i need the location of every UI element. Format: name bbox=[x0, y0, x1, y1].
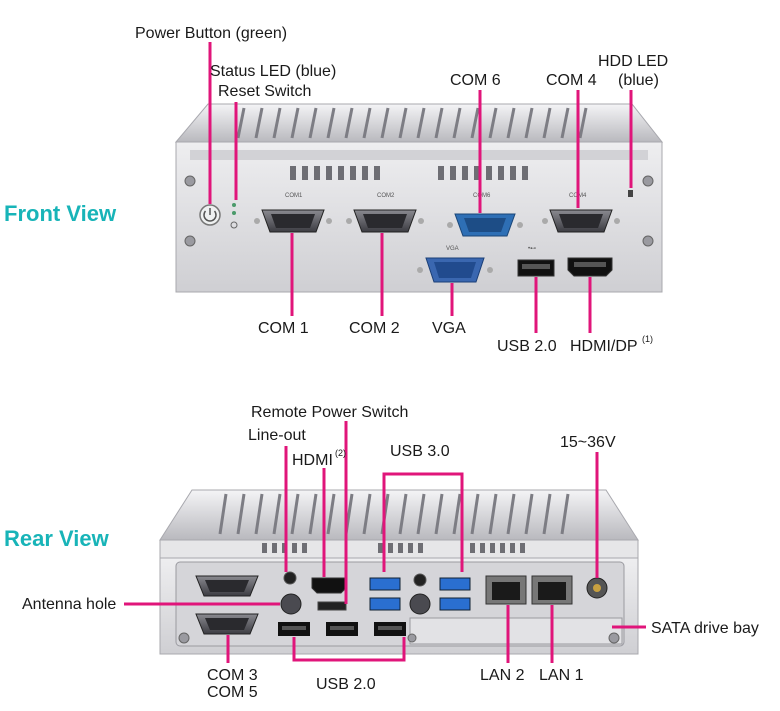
com4-port[interactable]: COM4 bbox=[542, 193, 620, 233]
label-rear-usb20: USB 2.0 bbox=[316, 676, 376, 693]
label-power-button: Power Button (green) bbox=[135, 25, 287, 42]
label-vga: VGA bbox=[432, 320, 466, 337]
front-hdmi-dp-port[interactable] bbox=[567, 257, 613, 277]
label-line-out: Line-out bbox=[248, 427, 306, 444]
label-status-led: Status LED (blue) bbox=[210, 63, 336, 80]
com6-port[interactable]: COM6 bbox=[447, 193, 523, 237]
label-com3: COM 3 bbox=[207, 667, 258, 684]
rear-hdmi-port[interactable] bbox=[311, 577, 347, 594]
svg-text:VGA: VGA bbox=[446, 246, 459, 252]
front-usb-port[interactable]: •⊷ bbox=[517, 246, 555, 277]
antenna-hole-right bbox=[409, 593, 431, 615]
label-com1: COM 1 bbox=[258, 320, 309, 337]
label-com6: COM 6 bbox=[450, 72, 501, 89]
label-hdd-led: HDD LED bbox=[598, 53, 668, 70]
rear-usb20-port-3[interactable] bbox=[374, 622, 406, 636]
label-hdmi-dp: HDMI/DP bbox=[570, 338, 638, 355]
com5-port[interactable] bbox=[195, 613, 259, 635]
front-heatsink-fins bbox=[236, 107, 588, 139]
status-led bbox=[232, 203, 236, 207]
rear-usb20-port-1[interactable] bbox=[278, 622, 310, 636]
label-front-usb20: USB 2.0 bbox=[497, 338, 557, 355]
rear-callout-lines bbox=[124, 421, 646, 663]
vga-port[interactable]: VGA bbox=[417, 246, 493, 283]
label-sata-drive-bay: SATA drive bay bbox=[651, 620, 759, 637]
rear-usb20-port-2[interactable] bbox=[326, 622, 358, 636]
line-out-jack[interactable] bbox=[283, 571, 297, 585]
label-com5: COM 5 bbox=[207, 684, 258, 701]
label-hdd-led-blue: (blue) bbox=[618, 72, 659, 89]
label-lan1: LAN 1 bbox=[539, 667, 584, 684]
label-hdmi-dp-note: (1) bbox=[642, 334, 653, 344]
label-reset-switch: Reset Switch bbox=[218, 83, 311, 100]
svg-text:COM6: COM6 bbox=[473, 193, 491, 199]
lan2-port[interactable] bbox=[485, 575, 527, 605]
label-power-input: 15~36V bbox=[560, 434, 616, 451]
hdd-led bbox=[628, 190, 633, 197]
svg-text:COM1: COM1 bbox=[285, 193, 303, 199]
usb30-port-2[interactable] bbox=[369, 597, 401, 611]
antenna-hole-left bbox=[280, 593, 302, 615]
front-vent-slots bbox=[290, 166, 528, 180]
lan1-port[interactable] bbox=[531, 575, 573, 605]
power-button[interactable] bbox=[199, 204, 221, 226]
label-com2: COM 2 bbox=[349, 320, 400, 337]
front-view-heading: Front View bbox=[4, 201, 117, 226]
com3-port[interactable] bbox=[195, 575, 259, 597]
remote-power-switch[interactable] bbox=[317, 601, 347, 611]
com1-port[interactable]: COM1 bbox=[254, 193, 332, 233]
label-rear-hdmi-note: (2) bbox=[335, 448, 346, 458]
mic-jack bbox=[413, 573, 427, 587]
reset-switch[interactable] bbox=[230, 221, 238, 229]
rear-view-heading: Rear View bbox=[4, 526, 110, 551]
label-com4: COM 4 bbox=[546, 72, 597, 89]
usb30-port-1[interactable] bbox=[369, 577, 401, 591]
dc-power-jack[interactable] bbox=[586, 577, 608, 599]
usb30-port-3[interactable] bbox=[439, 577, 471, 591]
label-antenna-hole: Antenna hole bbox=[22, 596, 116, 613]
com2-port[interactable]: COM2 bbox=[346, 193, 424, 233]
usb30-port-4[interactable] bbox=[439, 597, 471, 611]
label-remote-power-switch: Remote Power Switch bbox=[251, 404, 408, 421]
status-led-2 bbox=[232, 211, 236, 215]
label-rear-hdmi: HDMI bbox=[292, 452, 333, 469]
label-lan2: LAN 2 bbox=[480, 667, 525, 684]
svg-text:•⊷: •⊷ bbox=[528, 246, 536, 252]
front-callout-lines bbox=[208, 42, 633, 333]
svg-text:COM2: COM2 bbox=[377, 193, 395, 199]
label-usb30: USB 3.0 bbox=[390, 443, 450, 460]
